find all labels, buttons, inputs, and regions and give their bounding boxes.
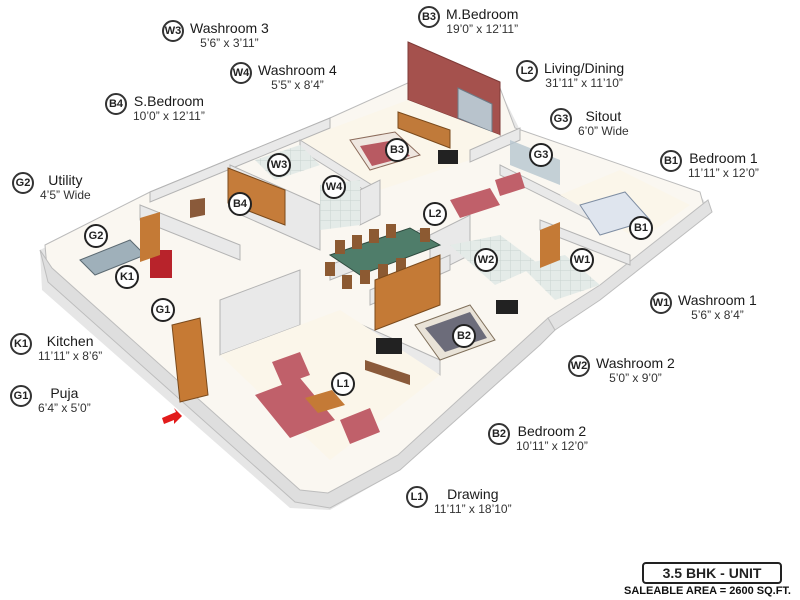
room-dimensions: 11’11” x 18’10” [434,502,512,516]
room-name: Sitout [585,108,622,124]
plan-badge-b4: B4 [228,192,252,216]
room-code-badge: L2 [516,60,538,82]
room-code-badge: G3 [550,108,572,130]
plan-badge-g2: G2 [84,224,108,248]
plan-badge-b1: B1 [629,216,653,240]
room-name: Utility [48,172,83,188]
room-code-badge: G1 [10,385,32,407]
room-dimensions: 5’5” x 8’4” [271,78,324,92]
drawing-armchair [272,352,310,385]
room-name: Washroom 1 [678,292,757,308]
plan-badge-l2: L2 [423,202,447,226]
room-dimensions: 19’0” x 12’11” [446,22,519,36]
callout-puja: G1 Puja 6’4” x 5’0” [10,385,91,416]
saleable-area-label: SALEABLE AREA = 2600 SQ.FT. [624,585,791,597]
unit-type-label: 3.5 BHK - UNIT [642,562,782,584]
plan-badge-b3: B3 [385,138,409,162]
tv-unit [365,360,410,385]
callout-bedroom-1: B1 Bedroom 1 11’11” x 12’0” [660,150,759,181]
room-code-badge: W1 [650,292,672,314]
callout-s-bedroom: B4 S.Bedroom 10’0” x 12’11” [105,93,205,124]
plan-badge-k1: K1 [115,265,139,289]
room-name: Bedroom 1 [689,150,758,166]
plan-badge-w4: W4 [322,175,346,199]
callout-sitout: G3 Sitout 6’0” Wide [550,108,629,139]
wardrobe-b2 [374,254,441,331]
plan-badge-g1: G1 [151,298,175,322]
callout-washroom-4: W4 Washroom 4 5’5” x 8’4” [230,62,337,93]
callout-drawing: L1 Drawing 11’11” x 18’10” [406,486,512,517]
plan-badge-w3: W3 [267,153,291,177]
room-name: Living/Dining [544,60,625,76]
coffee-table [305,390,345,413]
room-code-badge: B2 [488,423,510,445]
room-code-badge: B1 [660,150,682,172]
callout-living-dining: L2 Living/Dining 31’11” x 11’10” [516,60,624,91]
living-armchair [495,172,525,196]
drawing-sofa-long [255,378,335,438]
room-code-badge: K1 [10,333,32,355]
plan-badge-b2: B2 [452,324,476,348]
room-name: Puja [50,385,79,401]
room-name: Kitchen [46,333,94,349]
bedroom-2-tv [496,300,518,314]
living-sofa [450,188,500,218]
callout-kitchen: K1 Kitchen 11’11” x 8’6” [10,333,102,364]
living-tv [438,150,458,164]
room-dimensions: 5’6” x 3’11” [200,36,259,50]
room-code-badge: W4 [230,62,252,84]
room-dimensions: 11’11” x 8’6” [38,349,103,363]
room-dimensions: 5’0” x 9’0” [609,371,662,385]
room-code-badge: W2 [568,355,590,377]
wardrobe-b1 [540,222,560,268]
wardrobe-b4 [227,167,286,226]
room-dimensions: 31’11” x 11’10” [545,76,623,90]
room-name: M.Bedroom [446,6,519,22]
kitchen-door [140,212,160,262]
room-code-badge: B4 [105,93,127,115]
main-door [171,317,209,403]
room-dimensions: 6’0” Wide [578,124,629,138]
callout-washroom-2: W2 Washroom 2 5’0” x 9’0” [568,355,675,386]
room-dimensions: 10’0” x 12’11” [133,109,205,123]
callout-washroom-3: W3 Washroom 3 5’6” x 3’11” [162,20,269,51]
callout-washroom-1: W1 Washroom 1 5’6” x 8’4” [650,292,757,323]
fridge [150,250,172,278]
wardrobe-b3 [397,111,451,149]
plan-badge-l1: L1 [331,372,355,396]
plan-badge-w1: W1 [570,248,594,272]
room-code-badge: L1 [406,486,428,508]
room-dimensions: 5’6” x 8’4” [691,308,744,322]
room-dimensions: 4’5” Wide [40,188,91,202]
plan-badge-w2: W2 [474,248,498,272]
callout-bedroom-2: B2 Bedroom 2 10’11” x 12’0” [488,423,588,454]
room-code-badge: W3 [162,20,184,42]
room-name: Washroom 4 [258,62,337,78]
room-code-badge: B3 [418,6,440,28]
room-name: Washroom 3 [190,20,269,36]
plan-badge-g3: G3 [529,143,553,167]
room-name: Drawing [447,486,499,502]
room-dimensions: 11’11” x 12’0” [688,166,759,180]
callout-utility: G2 Utility 4’5” Wide [12,172,91,203]
bed-b4-headboard [190,198,205,218]
drawing-armchair-2 [340,408,380,444]
dining-table [328,227,442,276]
room-dimensions: 6’4” x 5’0” [38,401,91,415]
room-name: Washroom 2 [596,355,675,371]
drawing-tv [376,338,402,354]
entry-arrow [162,408,182,424]
dining-chairs [325,224,430,289]
callout-master-bedroom: B3 M.Bedroom 19’0” x 12’11” [418,6,518,37]
room-dimensions: 10’11” x 12’0” [516,439,588,453]
room-name: S.Bedroom [133,93,204,109]
room-code-badge: G2 [12,172,34,194]
room-name: Bedroom 2 [517,423,587,439]
